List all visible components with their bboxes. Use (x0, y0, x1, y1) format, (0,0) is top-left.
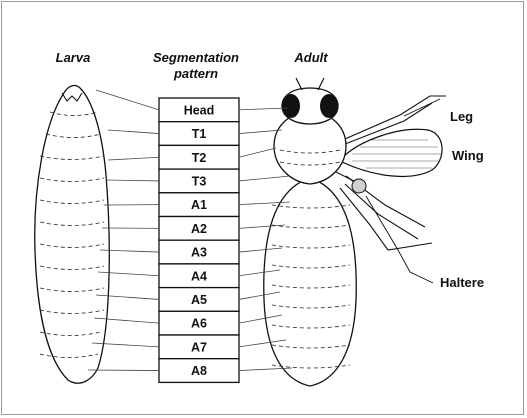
larva-leader-line (106, 180, 159, 181)
adult-leader-line (239, 176, 290, 181)
segment-cell-a6: A6 (159, 311, 239, 335)
segment-label: A4 (191, 269, 207, 283)
left-eye (282, 94, 300, 118)
larva-leader-line (108, 130, 159, 134)
adult-leader-line (239, 148, 276, 157)
larva-leader-line (96, 90, 159, 110)
segment-label: Head (184, 103, 215, 117)
haltere-pointer (366, 196, 433, 283)
adult-fly (264, 78, 446, 386)
segment-cell-a4: A4 (159, 264, 239, 288)
leg-label: Leg (450, 109, 473, 124)
adult-heading: Adult (293, 50, 328, 65)
callouts: Leg Wing Haltere (366, 99, 484, 290)
segment-cell-t1: T1 (159, 122, 239, 146)
segment-label: A3 (191, 246, 207, 260)
segmentation-heading-line1: Segmentation (153, 50, 239, 65)
segment-label: A8 (191, 364, 207, 378)
haltere-label: Haltere (440, 275, 484, 290)
larva-outline (35, 86, 110, 384)
segment-cell-a2: A2 (159, 217, 239, 241)
segment-label: T2 (192, 151, 207, 165)
segment-cell-t2: T2 (159, 145, 239, 169)
segment-label: A2 (191, 222, 207, 236)
segment-cell-t3: T3 (159, 169, 239, 193)
segmentation-heading-line2: pattern (173, 66, 218, 81)
haltere-stalk (336, 172, 356, 182)
larva-heading: Larva (56, 50, 91, 65)
adult-leader-line (239, 108, 288, 110)
segment-label: T3 (192, 174, 207, 188)
larva-body (35, 86, 110, 384)
segment-cell-a3: A3 (159, 240, 239, 264)
haltere-knob (352, 179, 366, 193)
segment-cell-a5: A5 (159, 288, 239, 312)
wing-shape (342, 129, 442, 176)
wing-label: Wing (452, 148, 484, 163)
adult-leader-line (239, 130, 282, 134)
right-eye (320, 94, 338, 118)
segment-cell-a1: A1 (159, 193, 239, 217)
segment-label: T1 (192, 127, 207, 141)
larva-leader-line (88, 370, 159, 371)
segment-label: A5 (191, 293, 207, 307)
larva-leader-line (108, 157, 159, 160)
segment-cell-a8: A8 (159, 359, 239, 383)
segment-label: A7 (191, 340, 207, 354)
abdomen-outline (264, 178, 356, 386)
right-antenna (318, 78, 324, 90)
left-antenna (296, 78, 302, 90)
segment-label: A6 (191, 317, 207, 331)
segment-cell-a7: A7 (159, 335, 239, 359)
segment-label: A1 (191, 198, 207, 212)
segment-cell-head: Head (159, 98, 239, 122)
